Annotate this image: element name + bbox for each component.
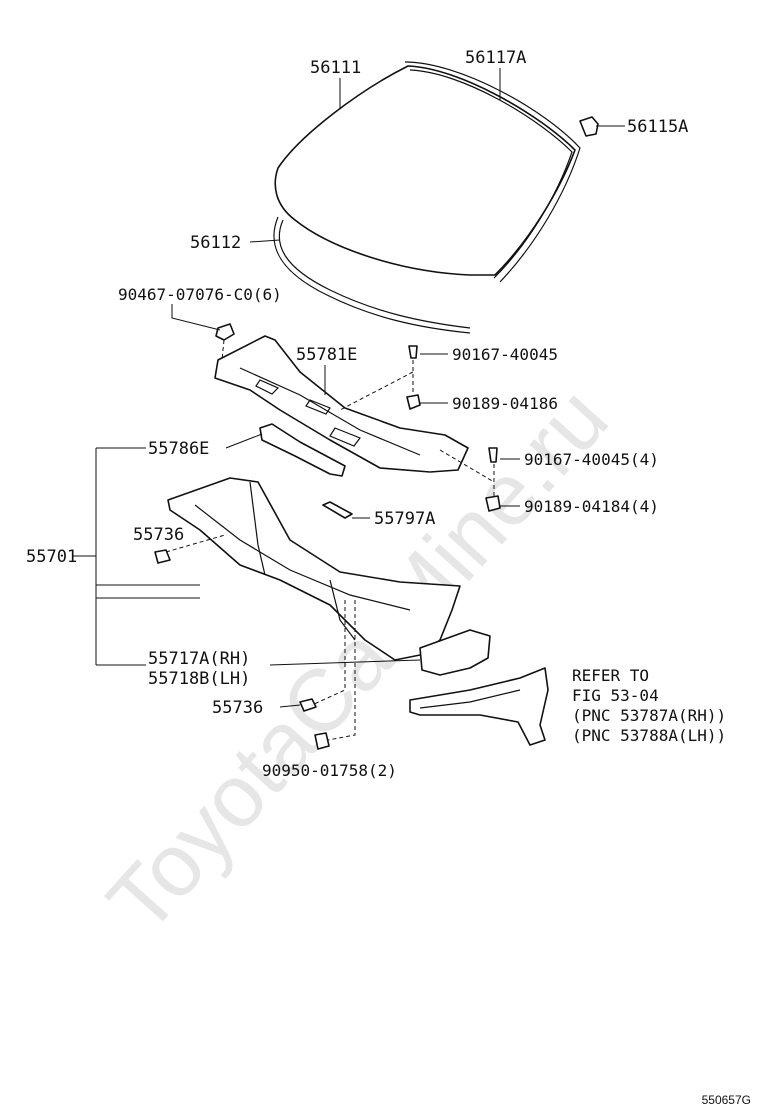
label-56112: 56112	[190, 233, 241, 253]
cowl-seal[interactable]	[259, 423, 346, 477]
bolt-icon[interactable]	[215, 323, 235, 341]
refer-note-line1: REFER TO	[572, 666, 649, 685]
dashed-install-lines	[165, 339, 495, 741]
grommet-icon[interactable]	[314, 732, 330, 750]
label-90189-04184-4: 90189-04184(4)	[524, 497, 659, 516]
label-90467-07076-c0: 90467-07076-C0(6)	[118, 285, 282, 304]
moulding-clip-icon[interactable]	[579, 116, 599, 137]
windshield-moulding[interactable]	[404, 61, 581, 283]
windshield-dam[interactable]	[273, 216, 471, 334]
screw-icon[interactable]	[408, 345, 418, 359]
label-55781e: 55781E	[296, 345, 357, 365]
label-55797a: 55797A	[374, 509, 435, 529]
refer-cowl-side-panel[interactable]	[409, 667, 549, 746]
label-55717a-rh: 55717A(RH)	[148, 649, 250, 669]
leader-lines	[72, 68, 625, 708]
cowl-pad[interactable]	[322, 501, 353, 519]
refer-note-line4: (PNC 53788A(LH))	[572, 726, 726, 745]
windshield-glass[interactable]	[274, 65, 576, 276]
label-55701: 55701	[26, 547, 77, 567]
label-55786e: 55786E	[148, 439, 209, 459]
label-56111: 56111	[310, 58, 361, 78]
clip-icon[interactable]	[406, 394, 421, 410]
cowl-louver[interactable]	[214, 335, 469, 473]
label-55736-a: 55736	[133, 525, 184, 545]
label-90950-01758-2: 90950-01758(2)	[262, 761, 397, 780]
plug-icon[interactable]	[299, 698, 317, 712]
label-55736-b: 55736	[212, 698, 263, 718]
label-56115a: 56115A	[627, 117, 688, 137]
plug-icon[interactable]	[154, 549, 171, 564]
figure-code: 550657G	[702, 1093, 751, 1107]
label-90189-04186: 90189-04186	[452, 394, 558, 413]
screw-icon[interactable]	[488, 447, 498, 463]
label-55718b-lh: 55718B(LH)	[148, 669, 250, 689]
refer-note-line3: (PNC 53787A(RH))	[572, 706, 726, 725]
refer-note-line2: FIG 53-04	[572, 686, 659, 705]
label-90167-40045-a: 90167-40045	[452, 345, 558, 364]
label-56117a: 56117A	[465, 48, 526, 68]
label-90167-40045-4: 90167-40045(4)	[524, 450, 659, 469]
clip-icon[interactable]	[485, 495, 501, 512]
cowl-side-bracket[interactable]	[419, 629, 491, 676]
